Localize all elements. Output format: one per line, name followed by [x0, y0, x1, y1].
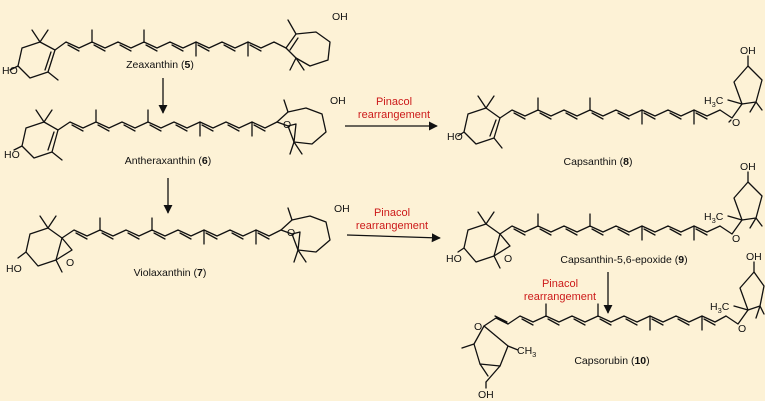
antheraxanthin-ho: HO — [4, 149, 20, 161]
capsanthin-epoxide-h3c: H3C — [704, 211, 724, 225]
label-capsanthin-epoxide: Capsanthin-5,6-epoxide (9) — [560, 254, 687, 266]
violaxanthin-epoxide-o-left: O — [66, 257, 74, 269]
capsorubin-ketone-o-left: O — [474, 321, 482, 333]
violaxanthin-epoxide-o-right: O — [287, 227, 295, 239]
capsorubin-oh-right: OH — [746, 251, 762, 263]
capsorubin-oh-left: OH — [478, 389, 494, 401]
capsorubin-structure — [461, 261, 765, 389]
label-antheraxanthin: Antheraxanthin (6) — [125, 155, 211, 167]
zeaxanthin-ho: HO — [2, 65, 18, 77]
capsanthin-ho: HO — [447, 131, 463, 143]
label-capsorubin: Capsorubin (10) — [574, 355, 649, 367]
label-violaxanthin: Violaxanthin (7) — [134, 267, 207, 279]
antheraxanthin-epoxide-o: O — [283, 119, 291, 131]
polyene-chain — [57, 121, 278, 131]
capsanthin-epoxide-ketone-o: O — [732, 233, 740, 245]
capsanthin-h3c: H3C — [704, 95, 724, 109]
capsanthin-epoxide-structure — [457, 171, 763, 269]
capsorubin-ch3: CH3 — [517, 345, 536, 359]
capsanthin-oh: OH — [740, 45, 756, 57]
capsanthin-epoxide-oh: OH — [740, 161, 756, 173]
polyene-chain — [61, 229, 282, 239]
polyene-chain — [499, 225, 721, 235]
polyene-chain — [499, 109, 721, 119]
zeaxanthin-oh: OH — [332, 11, 348, 23]
violaxanthin-oh: OH — [334, 203, 350, 215]
antheraxanthin-structure — [13, 99, 327, 161]
violaxanthin-structure — [17, 207, 331, 273]
zeaxanthin-structure — [9, 19, 331, 81]
capsanthin-structure — [457, 55, 763, 149]
capsorubin-ketone-o-right: O — [738, 323, 746, 335]
capsanthin-epoxide-ho: HO — [446, 253, 462, 265]
arrow-7-to-9 — [346, 233, 441, 243]
violaxanthin-ho: HO — [6, 263, 22, 275]
label-zeaxanthin: Zeaxanthin (5) — [126, 59, 194, 71]
polyene-chain — [507, 315, 727, 325]
antheraxanthin-oh: OH — [330, 95, 346, 107]
capsorubin-h3c: H3C — [710, 301, 730, 315]
capsanthin-ketone-o: O — [732, 117, 740, 129]
capsanthin-epoxide-o: O — [504, 253, 512, 265]
label-capsanthin: Capsanthin (8) — [564, 156, 633, 168]
